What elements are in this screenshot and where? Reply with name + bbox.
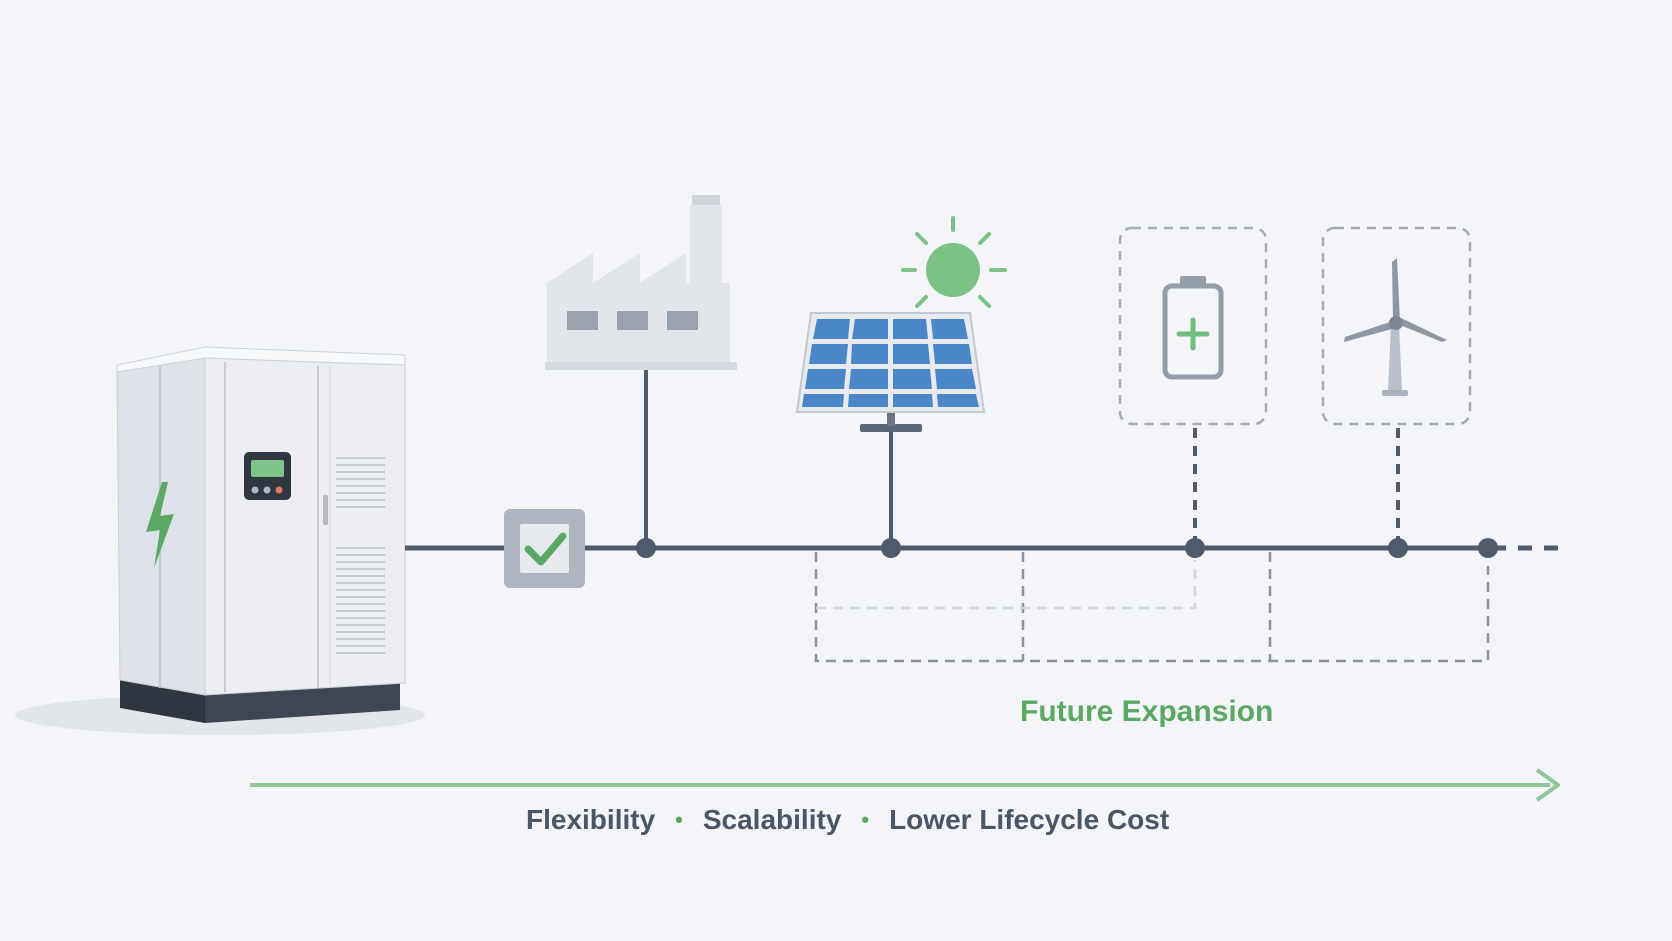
factory — [545, 195, 737, 548]
battery-dashed-frame — [1118, 226, 1268, 426]
benefit-scalability: Scalability — [702, 804, 842, 835]
cabinet-vents — [336, 457, 385, 654]
lightning-icon — [146, 482, 174, 568]
junction-battery — [1185, 538, 1205, 558]
expansion-frames — [814, 552, 1490, 663]
wind-dashed-frame — [1321, 226, 1472, 426]
battery-plus-icon — [1162, 276, 1224, 380]
benefits-row: Flexibility • Scalability • Lower Lifecy… — [526, 804, 1169, 836]
energy-storage-cabinet — [15, 346, 425, 735]
wind-turbine-future — [1321, 226, 1472, 544]
growth-arrow — [250, 768, 1560, 802]
wind-turbine-icon — [1344, 258, 1447, 396]
battery-future — [1118, 226, 1268, 544]
benefit-lower-lifecycle-cost: Lower Lifecycle Cost — [889, 804, 1170, 835]
junction-wind — [1388, 538, 1408, 558]
sun-icon — [901, 216, 1007, 308]
solar-panel — [795, 216, 1007, 548]
benefit-separator: • — [675, 807, 683, 832]
checkmark-icon — [524, 532, 567, 566]
benefit-flexibility: Flexibility — [526, 804, 656, 835]
junction-end — [1478, 538, 1498, 558]
breaker-switch — [504, 509, 585, 588]
factory-icon — [545, 195, 737, 370]
junction-nodes — [636, 538, 1498, 558]
benefit-separator: • — [861, 807, 870, 832]
junction-factory — [636, 538, 656, 558]
junction-solar — [881, 538, 901, 558]
future-expansion-label: Future Expansion — [1020, 695, 1274, 728]
solar-panel-icon — [795, 312, 986, 432]
